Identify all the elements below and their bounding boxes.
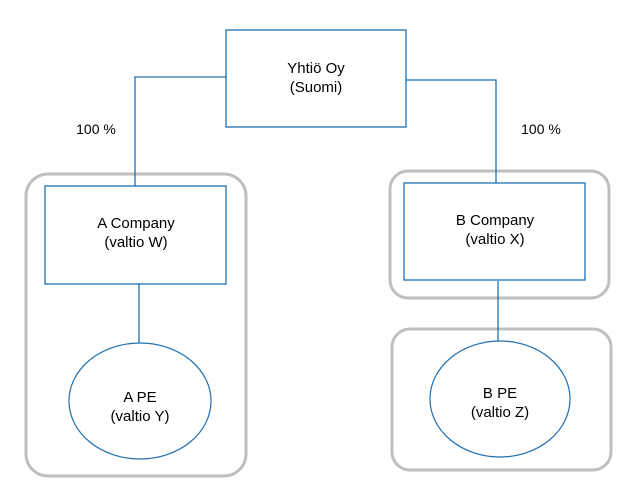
node-b-pe-country: (valtio Z) (471, 404, 529, 421)
node-a-pe-name: A PE (123, 389, 156, 406)
node-a-company[interactable]: A Company (valtio W) (44, 185, 227, 285)
node-b-company[interactable]: B Company (valtio X) (403, 182, 586, 281)
node-a-company-name: A Company (97, 215, 175, 232)
node-b-company-country: (valtio X) (465, 231, 524, 248)
group-a (24, 172, 248, 478)
edge-label-parent-to-a: 100 % (76, 121, 116, 137)
node-parent-name: Yhtiö Oy (287, 60, 345, 77)
group-b-pe (390, 327, 613, 472)
node-a-pe-country: (valtio Y) (111, 408, 170, 425)
node-parent-country: (Suomi) (290, 79, 343, 96)
node-parent[interactable]: Yhtiö Oy (Suomi) (225, 29, 407, 128)
node-a-company-country: (valtio W) (104, 234, 167, 251)
node-b-pe[interactable]: B PE (valtio Z) (429, 340, 571, 458)
edge-parent-to-a (134, 76, 226, 186)
node-b-pe-name: B PE (483, 385, 517, 402)
node-b-company-name: B Company (456, 212, 535, 229)
edge-label-parent-to-b: 100 % (521, 121, 561, 137)
node-a-pe[interactable]: A PE (valtio Y) (68, 342, 212, 460)
group-b-company (388, 169, 611, 300)
edge-parent-to-b (406, 79, 497, 183)
